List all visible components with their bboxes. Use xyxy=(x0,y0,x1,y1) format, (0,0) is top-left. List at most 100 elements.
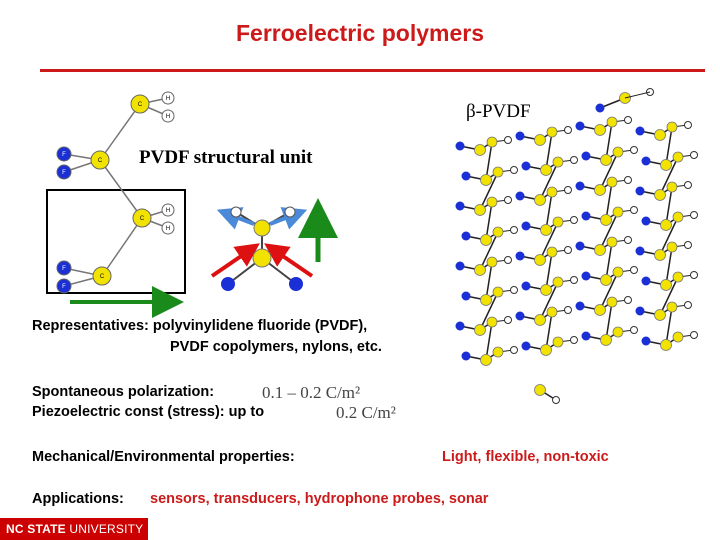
dipole-diagram xyxy=(210,198,338,291)
dipole-arrow xyxy=(210,243,260,278)
atom-label: H xyxy=(166,226,170,232)
fluorine-atom xyxy=(455,261,465,271)
carbon-atom xyxy=(480,234,492,246)
lattice-bond xyxy=(665,246,673,286)
carbon-atom xyxy=(666,181,678,193)
carbon-atom xyxy=(672,331,684,343)
polarization-value: 0.1 – 0.2 C/m² xyxy=(262,383,361,402)
logo-bold-text: NC STATE xyxy=(6,522,66,536)
lattice-bond xyxy=(659,276,679,316)
fluorine-atom xyxy=(56,278,72,294)
hydrogen-atom xyxy=(504,136,512,144)
atom-label: C xyxy=(98,158,103,164)
lattice-bond xyxy=(545,191,553,231)
hydrogen-atom xyxy=(552,396,560,404)
carbon-atom xyxy=(546,246,558,258)
hydrogen-atom xyxy=(564,306,572,314)
carbon-atom xyxy=(660,339,672,351)
hydrogen-atom xyxy=(624,236,632,244)
fluorine-atom xyxy=(641,336,651,346)
carbon-atom xyxy=(660,219,672,231)
hydrogen-atom xyxy=(684,181,692,189)
hydrogen-atom xyxy=(161,109,175,123)
carbon-atom xyxy=(666,301,678,313)
unit-cell-box xyxy=(46,189,186,294)
fluorine-atom xyxy=(635,306,645,316)
carbon-atom xyxy=(132,208,152,228)
carbon-atom xyxy=(594,244,606,256)
carbon-atom xyxy=(612,326,624,338)
carbon-atom xyxy=(546,186,558,198)
lattice-bond xyxy=(659,216,679,256)
fluorine-atom xyxy=(595,103,605,113)
fluorine-atom xyxy=(289,277,303,291)
carbon-atom xyxy=(600,154,612,166)
atom-label: F xyxy=(62,152,66,158)
carbon-atom xyxy=(534,314,546,326)
carbon-atom xyxy=(594,304,606,316)
carbon-atom xyxy=(660,279,672,291)
hydrogen-atom xyxy=(624,176,632,184)
slide-title: Ferroelectric polymers xyxy=(235,20,484,46)
fluorine-atom xyxy=(575,181,585,191)
hydrogen-atom xyxy=(624,116,632,124)
lattice-bond xyxy=(539,281,559,321)
hydrogen-atom xyxy=(630,266,638,274)
hydrogen-atom xyxy=(684,121,692,129)
carbon-atom xyxy=(534,384,546,396)
carbon-atom xyxy=(612,146,624,158)
carbon-atom xyxy=(552,336,564,348)
fluorine-atom xyxy=(56,146,72,162)
mechanical-value: Light, flexible, non-toxic xyxy=(442,449,609,465)
polarization-label: Spontaneous polarization: xyxy=(32,384,215,400)
carbon-atom xyxy=(546,126,558,138)
hydrogen-atom xyxy=(684,301,692,309)
hydrogen-atom xyxy=(570,156,578,164)
carbon-atom xyxy=(606,236,618,248)
carbon-atom xyxy=(612,266,624,278)
carbon-atom xyxy=(474,264,486,276)
fluorine-atom xyxy=(515,131,525,141)
carbon-atom xyxy=(672,211,684,223)
logo-text: UNIVERSITY xyxy=(65,522,144,536)
fluorine-atom xyxy=(575,301,585,311)
lattice-bond xyxy=(539,221,559,261)
hydrogen-atom xyxy=(510,166,518,174)
carbon-atom xyxy=(474,144,486,156)
lattice-bond xyxy=(599,151,619,191)
atom-label: C xyxy=(100,274,105,280)
carbon-atom xyxy=(486,196,498,208)
representatives-line-2: PVDF copolymers, nylons, etc. xyxy=(170,339,382,355)
carbon-atom xyxy=(654,309,666,321)
carbon-atom xyxy=(90,150,110,170)
carbon-atom xyxy=(480,294,492,306)
representatives-line-1: Representatives: polyvinylidene fluoride… xyxy=(32,318,368,334)
lattice-bond xyxy=(485,261,493,301)
hydrogen-atom xyxy=(504,196,512,204)
carbon-atom xyxy=(540,224,552,236)
hydrogen-atom xyxy=(161,221,175,235)
carbon-atom xyxy=(600,274,612,286)
lattice-bond xyxy=(605,181,613,221)
lattice-bond xyxy=(485,321,493,361)
fluorine-atom xyxy=(521,281,531,291)
hydrogen-atom xyxy=(504,316,512,324)
lattice-bond xyxy=(545,311,553,351)
lattice-bond xyxy=(539,161,559,201)
carbon-atom xyxy=(594,124,606,136)
dipole-arrow xyxy=(264,243,314,278)
fluorine-atom xyxy=(635,246,645,256)
fluorine-atom xyxy=(521,341,531,351)
lattice-bond xyxy=(665,186,673,226)
applications-value: sensors, transducers, hydrophone probes,… xyxy=(150,491,489,507)
fluorine-atom xyxy=(641,216,651,226)
carbon-atom xyxy=(540,284,552,296)
atom-label: F xyxy=(62,170,66,176)
lattice-bond xyxy=(599,271,619,311)
carbon-atom xyxy=(474,324,486,336)
piezo-value: 0.2 C/m² xyxy=(336,403,396,422)
carbon-atom xyxy=(654,249,666,261)
hydrogen-atom xyxy=(161,203,175,217)
carbon-atom xyxy=(552,276,564,288)
